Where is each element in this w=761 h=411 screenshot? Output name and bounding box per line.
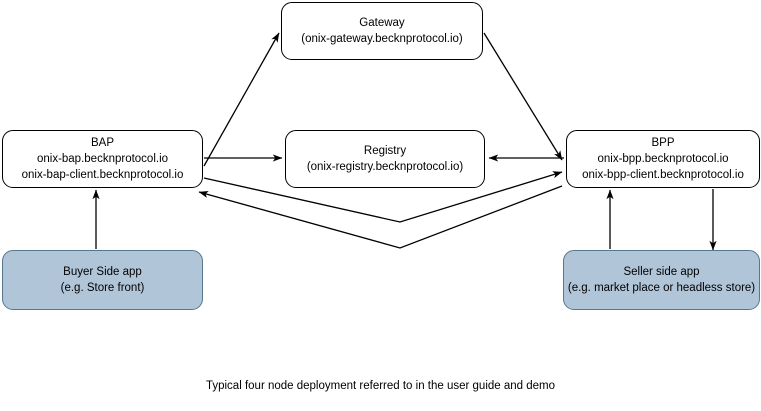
node-seller-app[interactable]: Seller side app (e.g. market place or he… [563,250,760,310]
node-seller-app-title: Seller side app [623,266,700,278]
node-gateway-title: Gateway [359,17,405,29]
node-registry-host: (onix-registry.becknprotocol.io) [306,161,464,173]
node-buyer-app-subtitle: (e.g. Store front) [60,282,145,294]
node-bpp[interactable]: BPP onix-bpp.becknprotocol.io onix-bpp-c… [566,130,760,188]
node-bpp-host-client: onix-bpp-client.becknprotocol.io [582,169,744,181]
node-buyer-app[interactable]: Buyer Side app (e.g. Store front) [2,250,203,310]
node-gateway[interactable]: Gateway (onix-gateway.becknprotocol.io) [281,2,483,60]
connector-bpp-to-bap [198,185,563,249]
node-registry[interactable]: Registry (onix-registry.becknprotocol.io… [285,130,485,188]
node-bpp-title: BPP [651,137,675,149]
node-bap-host: onix-bap.becknprotocol.io [36,153,169,165]
node-gateway-host: (onix-gateway.becknprotocol.io) [301,33,463,45]
node-bap-host-client: onix-bap-client.becknprotocol.io [21,169,184,181]
node-buyer-app-title: Buyer Side app [63,266,142,278]
diagram-caption: Typical four node deployment referred to… [205,380,556,392]
connector-gateway-to-bpp [483,32,563,161]
node-bpp-host: onix-bpp.becknprotocol.io [597,153,729,165]
node-registry-title: Registry [363,145,407,157]
node-seller-app-subtitle: (e.g. market place or headless store) [567,282,756,294]
node-bap[interactable]: BAP onix-bap.becknprotocol.io onix-bap-c… [2,130,203,188]
connector-bap-to-gateway [203,32,280,167]
node-bap-title: BAP [90,137,114,149]
